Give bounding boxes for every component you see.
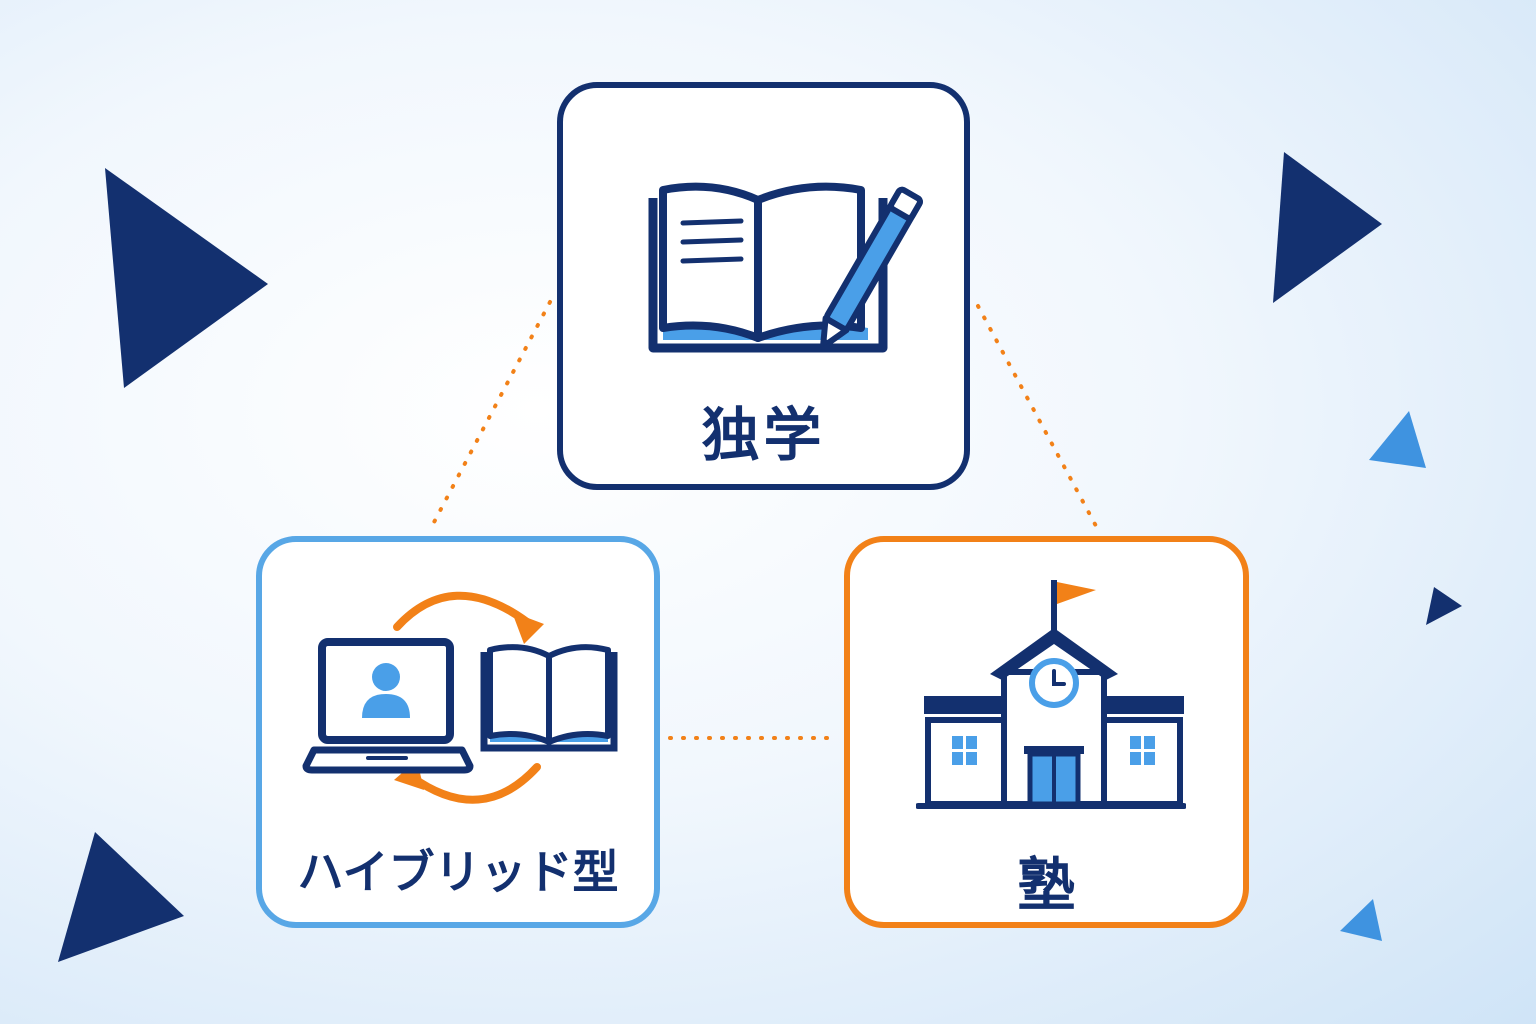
hybrid-label: ハイブリッド型 [297,845,619,899]
connector-self-study-hybrid [430,300,552,528]
school-building-icon [916,580,1186,809]
cram-school-label: 塾 [1017,851,1076,919]
triangle-decoration [105,168,268,388]
book-pencil-icon [648,182,923,353]
self-study-label: 独学 [701,401,826,469]
hybrid-card: ハイブリッド型 [256,536,660,928]
laptop-book-cycle-icon [302,591,618,804]
triangle-decoration [58,832,184,962]
triangle-decoration [1369,411,1426,468]
self-study-card: 独学 [557,82,970,490]
connector-lines [430,300,1098,740]
cram-school-card: 塾 [844,536,1249,928]
triangle-decoration [1273,152,1382,303]
triangle-decoration [1426,587,1462,625]
connector-self-study-cram-school [976,304,1098,528]
triangle-decoration [1340,899,1382,941]
decorative-triangles [58,152,1462,962]
